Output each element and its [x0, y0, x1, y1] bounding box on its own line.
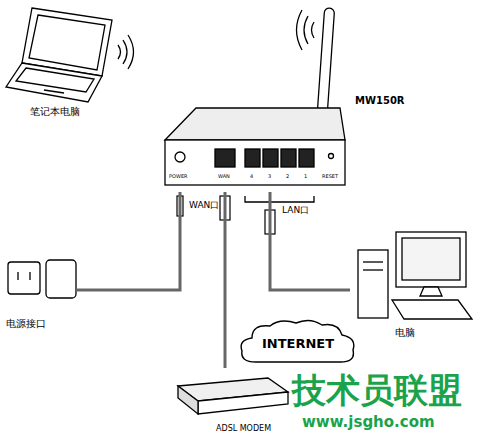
lan-port	[263, 149, 278, 167]
port-name: RESET	[322, 173, 338, 179]
watermark: 技术员联盟	[292, 370, 462, 411]
cable-line	[270, 192, 350, 290]
modem-front	[198, 392, 288, 414]
cable-line	[102, 192, 180, 290]
lan-port	[299, 149, 314, 167]
router-front	[165, 140, 345, 185]
monitor-stand	[420, 287, 442, 296]
cloud-outline	[241, 320, 354, 362]
laptop-touchpad	[44, 90, 64, 93]
outlet-node: 电源接口	[2, 250, 102, 335]
lan-port	[281, 149, 296, 167]
port-number: 1	[304, 173, 307, 179]
node-label: MW150R	[355, 95, 405, 107]
laptop-node: 笔记本电脑	[5, 2, 135, 124]
outlet-figure	[8, 260, 102, 298]
drive-bay	[363, 269, 383, 270]
cloud-node: INTERNET	[238, 318, 358, 368]
keyboard	[392, 300, 472, 319]
cable-line	[224, 192, 227, 368]
port-label: WAN口	[189, 200, 219, 211]
drive-bay	[363, 261, 383, 262]
modem-node: ADSL MODEM	[170, 368, 290, 436]
port-name: WAN	[218, 173, 230, 179]
modem-side	[178, 386, 198, 414]
wifi-waves	[297, 10, 315, 50]
laptop-display	[29, 15, 105, 70]
laptop-keyboard	[16, 68, 94, 92]
lan-bracket	[245, 196, 314, 202]
node-label: INTERNET	[262, 336, 334, 352]
router-figure	[165, 8, 345, 202]
port-number: 3	[268, 173, 271, 179]
power-adapter	[46, 260, 76, 298]
node-label: ADSL MODEM	[216, 424, 271, 434]
power-jack	[175, 152, 185, 162]
port-name: POWER	[169, 173, 188, 179]
antenna	[317, 8, 334, 114]
monitor	[396, 232, 466, 287]
laptop-base	[6, 63, 102, 102]
monitor-screen	[402, 238, 460, 280]
outlet-slot	[29, 272, 30, 280]
cable-connector	[270, 192, 350, 290]
wifi-waves	[118, 35, 134, 69]
watermark-url: www.jsgho.com	[302, 413, 435, 431]
computer-node: 电脑	[350, 225, 475, 345]
port-number: 2	[286, 173, 289, 179]
outlet-slot	[17, 272, 18, 280]
modem-figure	[178, 378, 288, 414]
wall-outlet	[8, 262, 40, 294]
node-label: 笔记本电脑	[30, 106, 80, 118]
computer-figure	[358, 232, 472, 319]
node-label: 电源接口	[6, 318, 46, 330]
wan-port	[215, 149, 235, 167]
port-number: 4	[250, 173, 253, 179]
reset-hole	[329, 154, 334, 159]
lan-port	[245, 149, 260, 167]
pc-tower	[358, 250, 388, 318]
node-label: 电脑	[395, 327, 415, 339]
router-top	[165, 108, 345, 140]
laptop-figure	[6, 8, 134, 102]
cable-connector	[102, 192, 180, 290]
adapter-cord	[76, 289, 102, 292]
cable-connector	[225, 192, 226, 368]
port-label: LAN口	[282, 205, 309, 216]
